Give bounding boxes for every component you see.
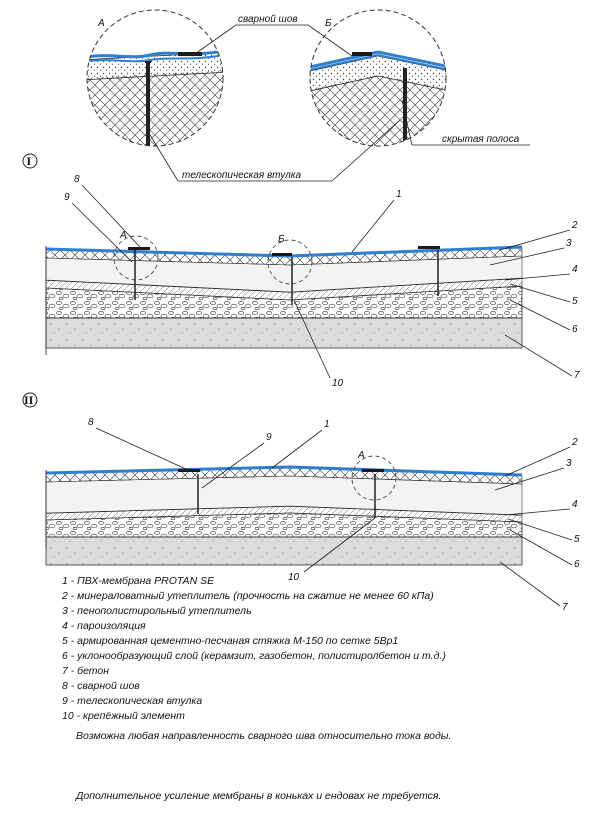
legend-item-5: 5 - армированная цементно-песчаная стяжк… bbox=[62, 635, 398, 647]
s1-label-4: 4 bbox=[572, 264, 578, 275]
detail-a-label: A bbox=[97, 18, 105, 29]
detail-a bbox=[86, 9, 224, 147]
s1-label-3: 3 bbox=[566, 238, 572, 249]
note-direction: Возможна любая направленность сварного ш… bbox=[76, 730, 451, 742]
s2-label-4: 4 bbox=[572, 499, 578, 510]
weld-leader bbox=[191, 24, 353, 57]
weld-callout: сварной шов bbox=[238, 14, 298, 25]
hidden-strip-callout: скрытая полоса bbox=[442, 134, 520, 145]
s2-label-5: 5 bbox=[574, 534, 580, 545]
legend-item-7: 7 - бетон bbox=[62, 665, 109, 677]
sleeve-callout: телескопическая втулка bbox=[182, 170, 301, 181]
s2-label-1: 1 bbox=[324, 419, 330, 430]
s1-label-2: 2 bbox=[571, 220, 578, 231]
s2-mark-a: A bbox=[357, 450, 365, 461]
section-2: II A 8 9 1 2 3 4 5 6 7 10 bbox=[22, 392, 580, 613]
section-1: I A Б 8 9 1 2 bbox=[22, 153, 580, 389]
s1-label-8: 8 bbox=[74, 174, 80, 185]
detail-b-label: Б bbox=[325, 18, 332, 29]
section-1-title: I bbox=[27, 154, 32, 168]
hidden-strip-leader bbox=[401, 99, 530, 146]
legend-item-1: 1 - ПВХ-мембрана PROTAN SE bbox=[62, 575, 215, 587]
legend-item-8: 8 - сварной шов bbox=[62, 680, 140, 692]
note-reinforcement: Дополнительное усиление мембраны в коньк… bbox=[75, 790, 441, 802]
legend-item-3: 3 - пенополистирольный утеплитель bbox=[62, 605, 252, 617]
s1-label-9: 9 bbox=[64, 192, 70, 203]
legend: 1 - ПВХ-мембрана PROTAN SE 2 - минералов… bbox=[61, 575, 446, 722]
s1-label-5: 5 bbox=[572, 296, 578, 307]
s1-label-10: 10 bbox=[332, 378, 344, 389]
s1-label-6: 6 bbox=[572, 324, 578, 335]
section-2-title: II bbox=[24, 393, 34, 407]
s1-label-7: 7 bbox=[574, 370, 580, 381]
s2-label-2: 2 bbox=[571, 437, 578, 448]
s2-label-8: 8 bbox=[88, 417, 94, 428]
sleeve-leader bbox=[149, 119, 401, 182]
s2-label-3: 3 bbox=[566, 458, 572, 469]
s1-mark-b: Б bbox=[278, 234, 285, 245]
s2-label-9: 9 bbox=[266, 432, 272, 443]
s1-label-1: 1 bbox=[396, 189, 402, 200]
detail-b bbox=[309, 9, 447, 147]
legend-item-6: 6 - уклонообразующий слой (керамзит, газ… bbox=[62, 650, 446, 662]
legend-item-9: 9 - телескопическая втулка bbox=[62, 695, 202, 707]
s2-label-6: 6 bbox=[574, 559, 580, 570]
legend-item-4: 4 - пароизоляция bbox=[62, 620, 146, 632]
s1-mark-a: A bbox=[119, 230, 127, 241]
legend-item-2: 2 - минераловатный утеплитель (прочность… bbox=[61, 590, 434, 602]
s2-label-7: 7 bbox=[562, 602, 568, 613]
legend-item-10: 10 - крепёжный элемент bbox=[62, 710, 185, 722]
s2-label-10: 10 bbox=[288, 572, 300, 583]
